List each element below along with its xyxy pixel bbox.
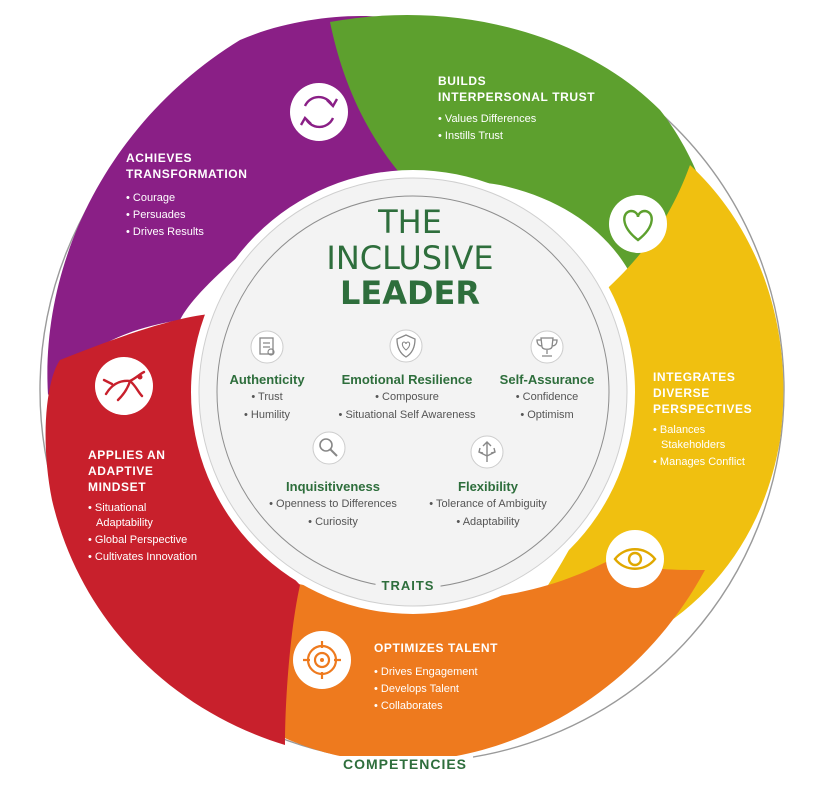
competency-items: • Situational Adaptability • Global Pers… bbox=[88, 502, 198, 563]
competency-transformation: Achieves Transformation • Courage • Pers… bbox=[126, 150, 248, 241]
title-line-2: INCLUSIVE bbox=[326, 239, 494, 277]
magnifier-icon bbox=[312, 431, 346, 465]
trophy-icon bbox=[530, 330, 564, 364]
trait-inquisitiveness-name: Inquisitiveness bbox=[286, 479, 380, 494]
competency-items: • Courage • Persuades • Drives Results bbox=[126, 192, 204, 238]
trait-self-assurance-name: Self-Assurance bbox=[499, 372, 595, 387]
title-line-3: LEADER bbox=[339, 274, 481, 312]
trait-self-assurance-item: • Optimism bbox=[520, 409, 574, 421]
competency-title: Applies an Adaptive Mindset bbox=[88, 448, 166, 494]
competency-items: • Balances Stakeholders • Manages Confli… bbox=[653, 424, 745, 468]
running-figure-icon bbox=[95, 357, 153, 415]
title-line-1: THE bbox=[378, 203, 442, 241]
trait-resilience-name: Emotional Resilience bbox=[341, 372, 473, 387]
trait-resilience-item: • Situational Self Awareness bbox=[338, 409, 476, 421]
competency-title: Achieves Transformation bbox=[126, 151, 248, 181]
shield-heart-icon bbox=[389, 329, 423, 363]
trait-inquisitiveness-item: • Openness to Differences bbox=[269, 498, 397, 510]
segment-talent bbox=[255, 560, 705, 762]
refresh-icon bbox=[290, 83, 348, 141]
competency-adaptive: Applies an Adaptive Mindset • Situationa… bbox=[88, 447, 238, 565]
competency-trust: Builds Interpersonal Trust • Values Diff… bbox=[438, 73, 595, 145]
competency-title: Optimizes Talent bbox=[374, 641, 499, 655]
trait-resilience-item: • Composure bbox=[375, 391, 439, 403]
competencies-label: COMPETENCIES bbox=[336, 756, 474, 772]
certificate-icon bbox=[250, 330, 284, 364]
heart-icon bbox=[609, 195, 667, 253]
competency-items: • Values Differences • Instills Trust bbox=[438, 113, 537, 142]
trait-authenticity-name: Authenticity bbox=[229, 372, 305, 387]
traits-circle bbox=[198, 177, 628, 607]
eye-icon bbox=[606, 530, 664, 588]
trait-authenticity-item: • Trust bbox=[251, 391, 283, 403]
trait-flexibility-item: • Adaptability bbox=[456, 516, 520, 528]
competency-title: Builds Interpersonal Trust bbox=[438, 74, 596, 104]
trait-flexibility-item: • Tolerance of Ambiguity bbox=[429, 498, 547, 510]
trait-inquisitiveness-item: • Curiosity bbox=[308, 516, 358, 528]
competency-items: • Drives Engagement • Develops Talent • … bbox=[374, 666, 478, 712]
traits-label: TRAITS bbox=[375, 578, 441, 593]
segment-perspectives bbox=[545, 165, 784, 640]
competency-talent: Optimizes Talent • Drives Engagement • D… bbox=[374, 640, 498, 715]
trait-self-assurance-item: • Confidence bbox=[515, 391, 579, 403]
competency-perspectives: Integrates Diverse Perspectives • Balanc… bbox=[653, 369, 763, 470]
trait-flexibility-name: Flexibility bbox=[458, 479, 518, 494]
target-icon bbox=[293, 631, 351, 689]
trait-authenticity-item: • Humility bbox=[243, 409, 291, 421]
segment-adaptive bbox=[45, 314, 300, 745]
competency-title: Integrates Diverse Perspectives bbox=[653, 370, 753, 416]
arrows-icon bbox=[470, 435, 504, 469]
